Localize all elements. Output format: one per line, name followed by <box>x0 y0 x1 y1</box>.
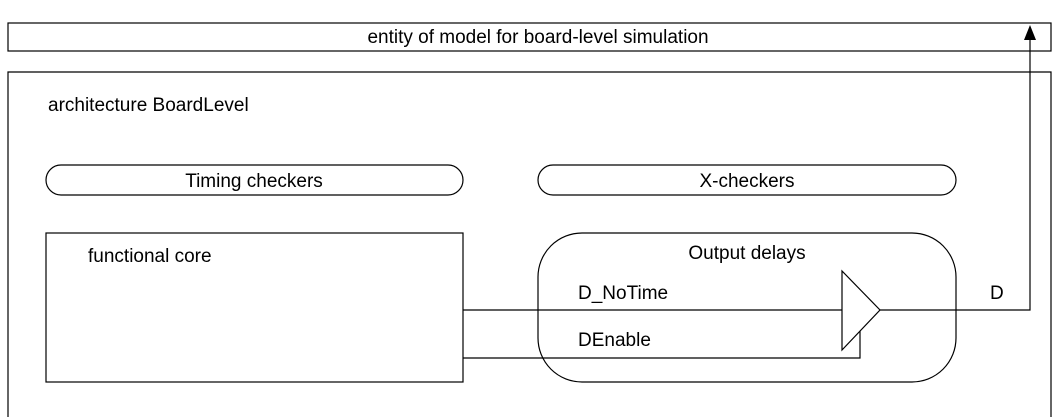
output-delays-frame <box>537 232 957 383</box>
entity-label: entity of model for board-level simulati… <box>367 27 708 48</box>
timing-checkers-pill: Timing checkers <box>45 164 464 196</box>
timing-checkers-frame <box>45 164 464 196</box>
functional-core-box: functional core <box>45 232 464 383</box>
timing-checkers-label: Timing checkers <box>185 171 323 192</box>
output-buffer-triangle <box>841 269 881 352</box>
architecture-label: architecture BoardLevel <box>48 95 249 116</box>
output-delays-box: Output delays D_NoTime DEnable <box>537 232 957 383</box>
functional-core-label: functional core <box>88 246 212 267</box>
output-arrowhead-icon <box>1024 25 1036 40</box>
x-checkers-frame <box>537 164 957 196</box>
functional-core-frame <box>45 232 464 383</box>
denable-wire <box>463 328 861 359</box>
architecture-box: architecture BoardLevel <box>7 71 1052 417</box>
entity-box: entity of model for board-level simulati… <box>7 22 1052 52</box>
output-d-label: D <box>990 283 1004 304</box>
x-checkers-pill: X-checkers <box>537 164 957 196</box>
signal-denable-label: DEnable <box>578 330 651 351</box>
architecture-box-frame <box>7 71 1052 417</box>
output-d-wire: D <box>880 25 1036 311</box>
signal-wires <box>463 309 861 359</box>
signal-d-notime-label: D_NoTime <box>578 283 668 304</box>
x-checkers-label: X-checkers <box>699 171 794 192</box>
entity-box-frame <box>7 22 1052 52</box>
output-delays-label: Output delays <box>688 243 805 264</box>
output-d-path <box>880 38 1031 311</box>
